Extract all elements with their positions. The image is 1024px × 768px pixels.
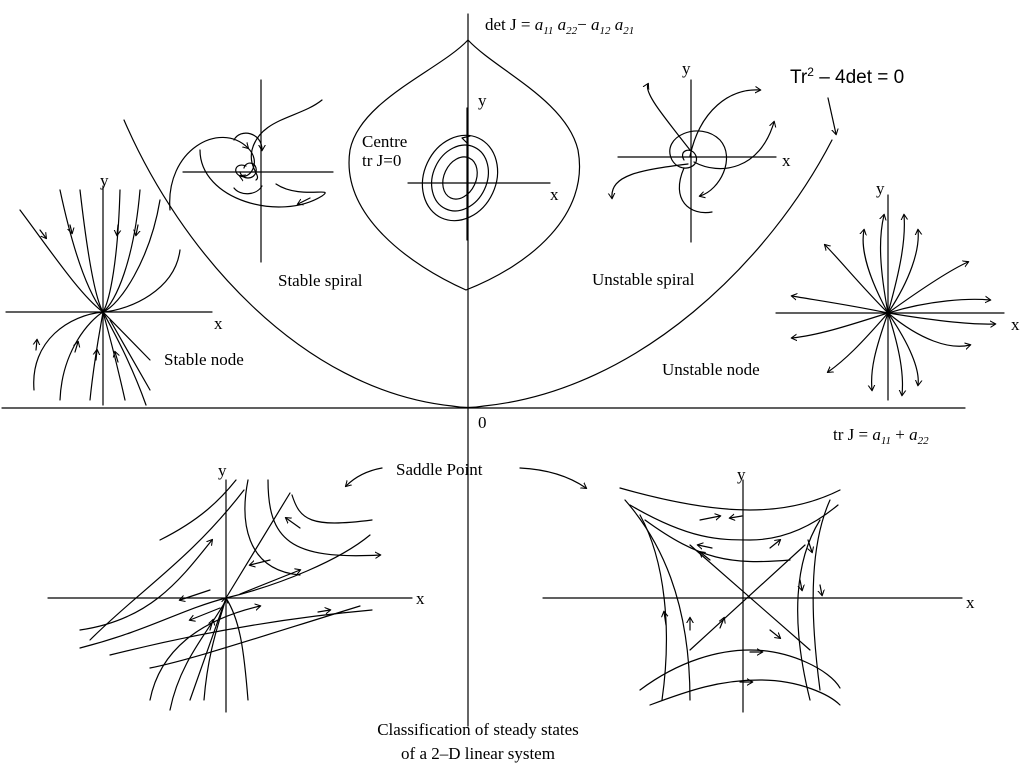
tr-j-prefix: tr J = [833, 425, 873, 444]
saddle-left-x-label: x [416, 589, 425, 608]
parabola-label-tr: Tr [790, 67, 808, 88]
det-a22: a [557, 15, 567, 34]
saddle-left-y-label: y [218, 461, 227, 480]
stable-spiral-portrait [169, 79, 334, 263]
tr-a22: a [909, 425, 918, 444]
unstable-node-x-label: x [1011, 315, 1020, 334]
unstable-node-label: Unstable node [662, 360, 760, 379]
det-minus: − [577, 15, 587, 34]
tr-a11-sub: 11 [880, 435, 892, 447]
parabola-pointer-arrow [827, 97, 836, 134]
centre-x-label: x [550, 185, 559, 204]
unstable-node-portrait [775, 194, 1005, 401]
centre-label: Centre [362, 132, 408, 151]
tr-a22-sub: 22 [917, 435, 929, 447]
saddle-right-x-label: x [966, 593, 975, 612]
det-a11: a [534, 15, 544, 34]
saddle-arrow-left [346, 467, 383, 486]
det-a21: a [614, 15, 624, 34]
det-j-prefix: det J = [485, 15, 535, 34]
centre-portrait [407, 107, 551, 241]
stable-node-label: Stable node [164, 350, 244, 369]
stable-spiral-label: Stable spiral [278, 271, 363, 290]
parabola-label: Tr2 – 4det = 0 [790, 66, 904, 87]
det-a12: a [591, 15, 600, 34]
saddle-left-portrait [47, 479, 413, 713]
parabola-label-rest: – 4det = 0 [813, 67, 905, 88]
det-a22-sub: 22 [566, 25, 578, 37]
centre-region-boundary [348, 39, 581, 291]
saddle-point-label: Saddle Point [396, 460, 483, 479]
stable-node-portrait [5, 185, 213, 406]
det-j-formula: det J = a11 a22− a12 a21 [485, 16, 634, 37]
det-a11-sub: 11 [543, 25, 554, 37]
saddle-right-portrait [542, 479, 963, 713]
unstable-spiral-y-label: y [682, 59, 691, 78]
centre-y-label: y [478, 91, 487, 110]
det-a21-sub: 21 [623, 25, 635, 37]
parabola-curve [123, 119, 833, 409]
caption-line-2: of a 2–D linear system [401, 744, 555, 763]
unstable-spiral-portrait [612, 79, 777, 243]
stable-node-y-label: y [100, 171, 109, 190]
tr-plus: + [891, 425, 910, 444]
unstable-spiral-label: Unstable spiral [592, 270, 695, 289]
caption-line-1: Classification of steady states [377, 720, 579, 739]
saddle-arrow-right [519, 467, 586, 488]
tr-j-formula: tr J = a11 + a22 [833, 426, 929, 447]
stable-node-x-label: x [214, 314, 223, 333]
saddle-right-y-label: y [737, 465, 746, 484]
tr-a11: a [872, 425, 881, 444]
centre-trace-label: tr J=0 [362, 151, 402, 170]
unstable-spiral-x-label: x [782, 151, 791, 170]
det-a12-sub: 12 [599, 25, 611, 37]
unstable-node-y-label: y [876, 179, 885, 198]
parabola-label-power: 2 [807, 65, 814, 79]
origin-label: 0 [478, 413, 487, 432]
